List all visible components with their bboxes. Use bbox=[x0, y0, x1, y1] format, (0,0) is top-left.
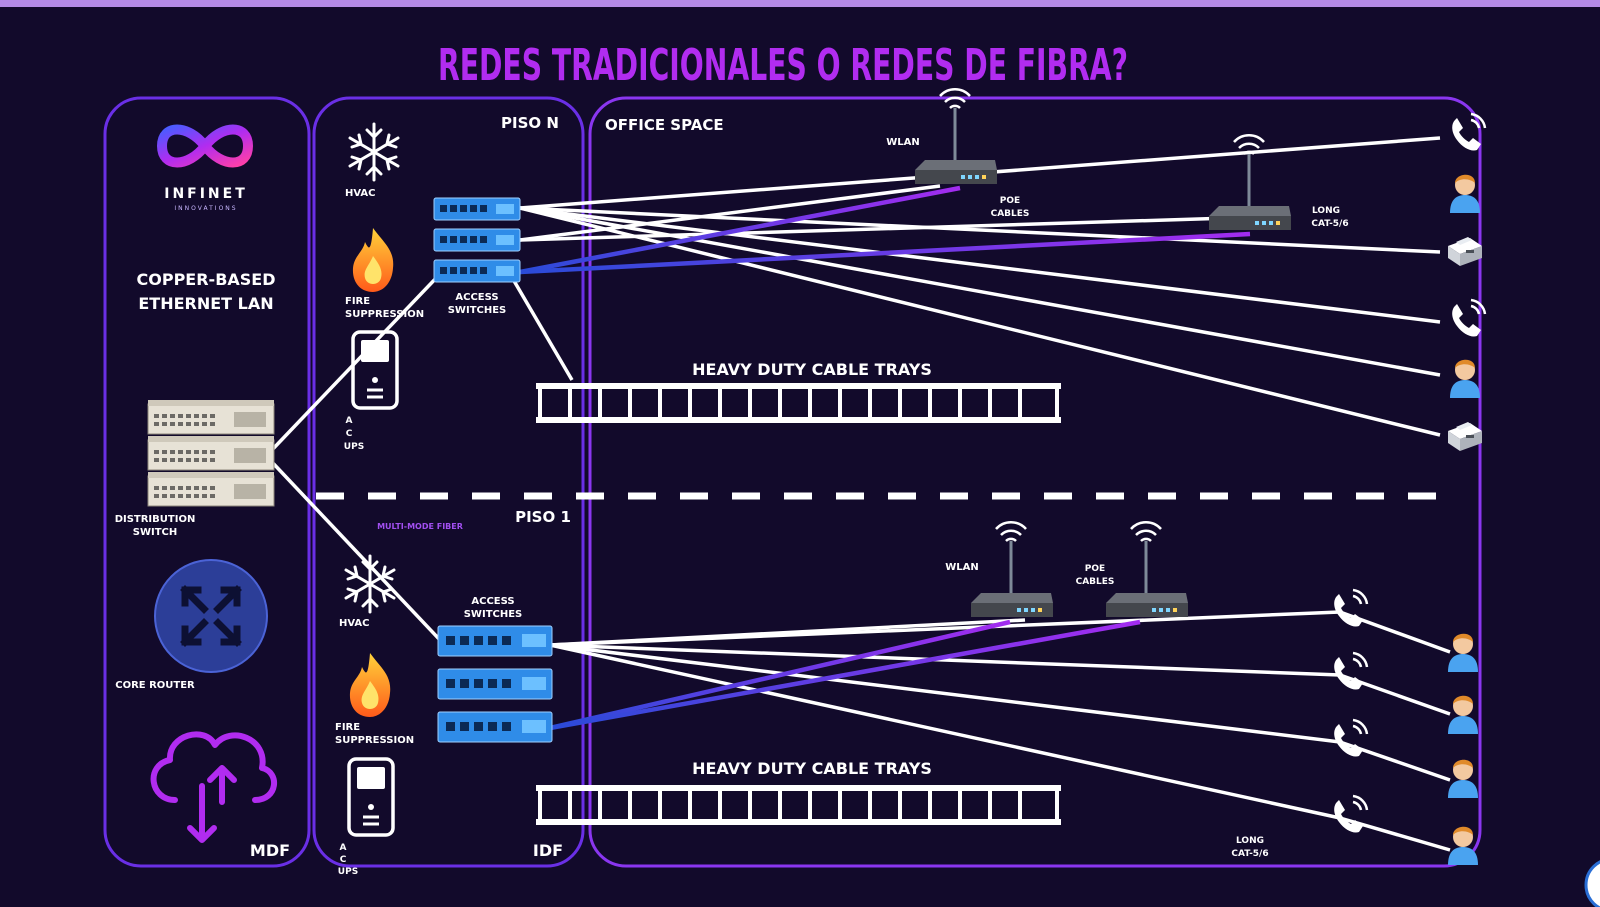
poe-lower-label-line2: CABLES bbox=[1076, 577, 1115, 587]
ups-lower-ups: UPS bbox=[338, 867, 358, 877]
phone-icon bbox=[1332, 651, 1369, 691]
ups-lower-a: A bbox=[340, 843, 347, 853]
cable-tray-lower bbox=[536, 785, 1061, 825]
user-icon bbox=[1450, 359, 1480, 398]
wlan-access-point-lower-2 bbox=[1104, 520, 1190, 619]
access-upper-label-line2: SWITCHES bbox=[448, 305, 507, 316]
distribution-label-line1: DISTRIBUTION bbox=[115, 514, 196, 525]
wlan-access-point-upper bbox=[913, 87, 999, 186]
printer-icon bbox=[1448, 422, 1482, 451]
flame-icon bbox=[352, 228, 394, 292]
phone-icon bbox=[1332, 718, 1369, 758]
hvac-upper-label: HVAC bbox=[345, 188, 376, 199]
page-title: REDES TRADICIONALES O REDES DE FIBRA? bbox=[438, 40, 1128, 91]
mdf-heading-line2: ETHERNET LAN bbox=[138, 294, 273, 313]
poe-upper-label-line2: CABLES bbox=[991, 209, 1030, 219]
ups-icon bbox=[347, 757, 395, 837]
mdf-heading-line1: COPPER-BASED bbox=[137, 270, 276, 289]
logo-name: INFINET bbox=[164, 186, 248, 202]
ups-upper-a: A bbox=[346, 416, 353, 426]
long-lower-label-line1: LONG bbox=[1236, 836, 1264, 846]
core-router-label: CORE ROUTER bbox=[115, 680, 195, 691]
floor-n-label: PISO N bbox=[501, 114, 559, 132]
flame-icon bbox=[349, 653, 391, 717]
snowflake-icon bbox=[348, 122, 400, 182]
top-accent-bar bbox=[0, 0, 1600, 7]
long-upper-label-line2: CAT-5/6 bbox=[1311, 219, 1348, 229]
copper-cables-upper bbox=[268, 136, 1441, 454]
user-icon bbox=[1448, 633, 1478, 672]
user-icon bbox=[1448, 695, 1478, 734]
printer-icon bbox=[1448, 237, 1482, 266]
copper-cables-lower bbox=[268, 458, 1451, 852]
wlan-access-point-lower bbox=[969, 520, 1055, 619]
user-icon bbox=[1448, 759, 1478, 798]
mdf-panel bbox=[103, 96, 311, 868]
poe-upper-label-line1: POE bbox=[1000, 196, 1020, 206]
distribution-switch bbox=[147, 399, 275, 507]
long-upper-label-line1: LONG bbox=[1312, 206, 1340, 216]
cable-tray-upper bbox=[536, 383, 1061, 423]
phone-icon bbox=[1332, 794, 1369, 834]
corner-avatar[interactable] bbox=[1584, 859, 1600, 907]
office-space-label: OFFICE SPACE bbox=[605, 116, 724, 134]
access-switches-upper bbox=[433, 197, 521, 283]
access-lower-label-line1: ACCESS bbox=[471, 596, 514, 607]
ups-lower-c: C bbox=[340, 855, 347, 865]
user-icon bbox=[1448, 826, 1478, 865]
fiber-cables-upper bbox=[519, 185, 1251, 275]
distribution-label-line2: SWITCH bbox=[133, 527, 177, 538]
cable-trays-lower-label: HEAVY DUTY CABLE TRAYS bbox=[692, 759, 932, 778]
mdf-label: MDF bbox=[250, 841, 290, 860]
logo-tagline: INNOVATIONS bbox=[174, 205, 237, 212]
user-icon bbox=[1450, 174, 1480, 213]
multimode-fiber-label: MULTI-MODE FIBER bbox=[377, 522, 463, 531]
long-lower-label-line2: CAT-5/6 bbox=[1231, 849, 1268, 859]
ups-icon bbox=[351, 330, 399, 410]
fire-upper-label-line1: FIRE bbox=[345, 296, 370, 307]
fire-lower-label-line1: FIRE bbox=[335, 722, 360, 733]
hvac-lower-label: HVAC bbox=[339, 618, 370, 629]
cloud-sync-icon bbox=[150, 731, 278, 843]
floor-1-label: PISO 1 bbox=[515, 508, 571, 526]
idf-label: IDF bbox=[533, 841, 563, 860]
ups-upper-ups: UPS bbox=[344, 442, 364, 452]
ups-upper-c: C bbox=[346, 429, 353, 439]
infinity-logo-icon bbox=[156, 124, 254, 168]
wlan-upper-label: WLAN bbox=[886, 137, 920, 148]
wlan-lower-label: WLAN bbox=[945, 562, 979, 573]
access-switches-lower bbox=[437, 625, 553, 743]
cable-trays-upper-label: HEAVY DUTY CABLE TRAYS bbox=[692, 360, 932, 379]
fiber-cables-lower bbox=[549, 619, 1141, 731]
phone-icon bbox=[1332, 588, 1369, 628]
access-lower-label-line2: SWITCHES bbox=[464, 609, 523, 620]
office-panel bbox=[588, 96, 1482, 868]
idf-panel bbox=[312, 96, 585, 868]
fire-lower-label-line2: SUPPRESSION bbox=[335, 735, 414, 746]
poe-lower-label-line1: POE bbox=[1085, 564, 1105, 574]
access-upper-label-line1: ACCESS bbox=[455, 292, 498, 303]
router-icon bbox=[154, 559, 268, 673]
fire-upper-label-line2: SUPPRESSION bbox=[345, 309, 424, 320]
